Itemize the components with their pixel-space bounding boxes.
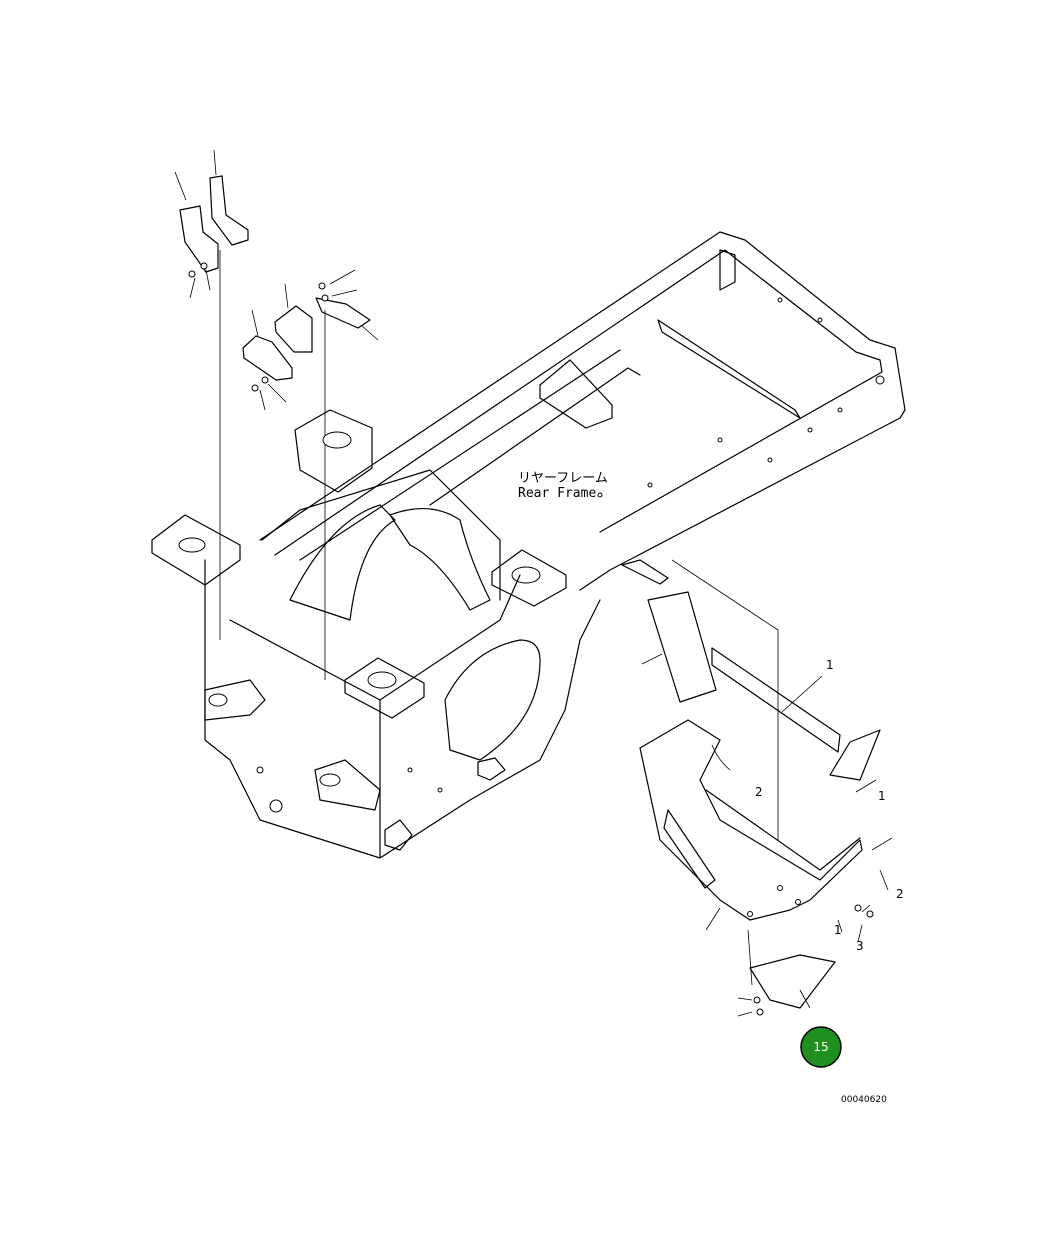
upper-bracket-assembly[interactable]	[174, 149, 249, 640]
callout-number: 1	[834, 923, 842, 937]
rear-frame[interactable]	[151, 231, 906, 859]
middle-bracket-assembly[interactable]	[242, 269, 379, 680]
callout-number: 3	[856, 939, 864, 953]
callout-number: 2	[755, 785, 763, 799]
badge-circle[interactable]	[800, 1026, 842, 1068]
title-japanese: リヤーフレーム	[518, 471, 608, 486]
guard-plates[interactable]	[621, 559, 893, 1017]
title-english: Rear Frame	[518, 486, 596, 501]
callout-number: 1	[878, 789, 886, 803]
page-badge[interactable]: 15	[800, 1026, 842, 1068]
drawing-code: 00040620	[841, 1095, 887, 1105]
callout-number: 2	[896, 887, 904, 901]
callout-number: 1	[826, 658, 834, 672]
badge-label: 15	[813, 1040, 828, 1054]
